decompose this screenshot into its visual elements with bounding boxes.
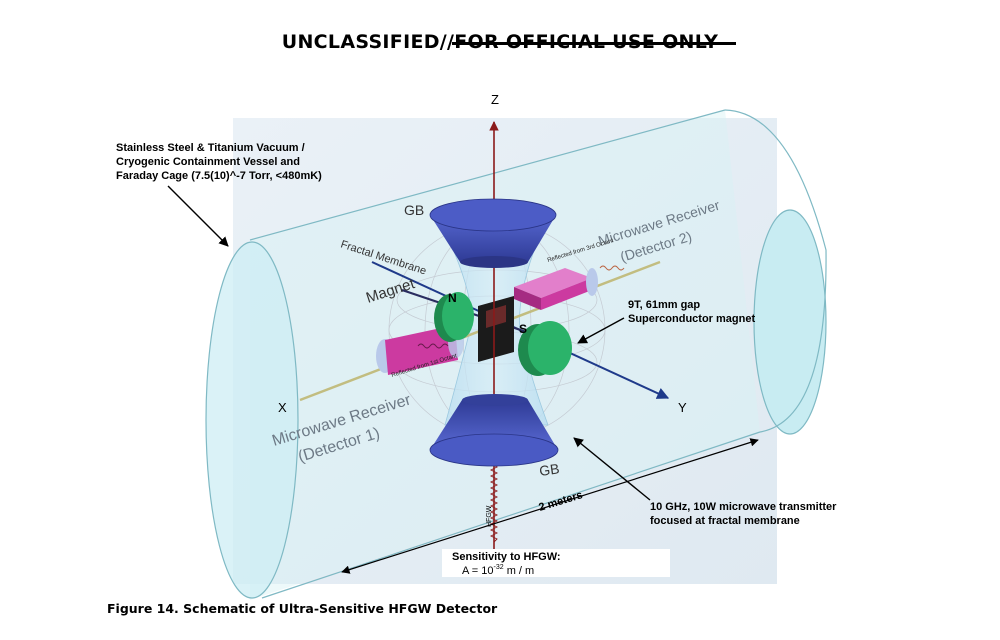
figure-caption: Figure 14. Schematic of Ultra-Sensitive … (107, 601, 498, 616)
hfgw-label: HFGW (486, 505, 493, 527)
wave-icon (417, 343, 449, 349)
sensitivity-suffix: m / m (504, 565, 535, 577)
magnet-pole-s (518, 321, 572, 376)
axis-label-y: Y (678, 400, 687, 415)
gb-bottom-label: GB (538, 460, 560, 479)
receiver-detector-2 (514, 268, 598, 310)
transmitter-line2: focused at fractal membrane (650, 515, 800, 527)
sensitivity-title: Sensitivity to HFGW: (452, 551, 561, 563)
axis-label-x: X (278, 400, 287, 415)
sensitivity-formula: A = 10-32 m / m (462, 564, 534, 577)
pole-s-label: S (519, 322, 527, 336)
vessel-label-line1: Stainless Steel & Titanium Vacuum / (116, 142, 305, 154)
pole-n-label: N (448, 291, 457, 305)
magnet-spec-line1: 9T, 61mm gap (628, 299, 700, 311)
vessel-label-line2: Cryogenic Containment Vessel and (116, 156, 300, 168)
magnet-pole-n (434, 292, 474, 342)
classification-banner: UNCLASSIFIED//FOR OFFICIAL USE ONLY (0, 31, 1000, 53)
arrow-icon (577, 317, 625, 344)
wave-icon (599, 265, 625, 271)
sensitivity-prefix: A = 10 (462, 565, 494, 577)
fractal-membrane (478, 296, 514, 362)
classification-struck-text: FOR OFFICIAL USE ONLY (452, 31, 737, 53)
arrow-icon (573, 437, 651, 501)
vessel-label-line3: Faraday Cage (7.5(10)^-7 Torr, <480mK) (116, 170, 322, 182)
gb-top-label: GB (404, 202, 424, 218)
magnet-spec-line2: Superconductor magnet (628, 313, 755, 325)
gb-cone-top (429, 198, 557, 268)
sensitivity-exponent: -32 (494, 564, 504, 571)
length-dimension-line (341, 438, 759, 574)
arrow-icon (167, 185, 229, 247)
sensitivity-box (442, 549, 670, 577)
classification-prefix: UNCLASSIFIED// (281, 31, 455, 53)
transmitter-line1: 10 GHz, 10W microwave transmitter (650, 501, 837, 513)
axis-label-z: Z (491, 92, 499, 107)
